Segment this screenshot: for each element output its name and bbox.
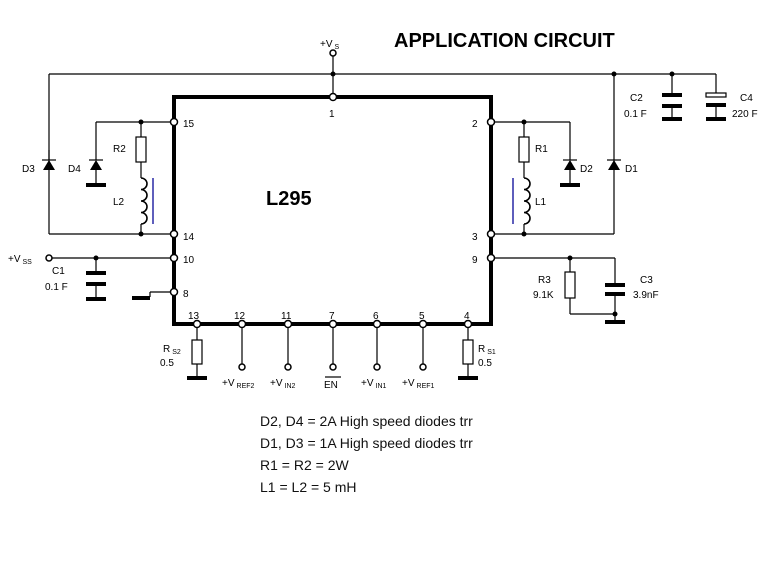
d1-label: D1 bbox=[625, 164, 638, 175]
pin-number-14: 14 bbox=[183, 232, 195, 243]
pin-number-12: 12 bbox=[234, 311, 246, 322]
pin-number-3: 3 bbox=[472, 232, 478, 243]
capacitor-c1 bbox=[86, 258, 106, 301]
pin-12 bbox=[237, 319, 247, 329]
pin-number-7: 7 bbox=[329, 311, 335, 322]
inductor-l1 bbox=[523, 177, 531, 225]
pin-14 bbox=[169, 229, 179, 239]
rs1-value: 0.5 bbox=[478, 358, 492, 369]
pin-13 bbox=[192, 319, 202, 329]
pin-1 bbox=[328, 92, 338, 102]
r3-value: 9.1K bbox=[533, 290, 554, 301]
diode-d4 bbox=[86, 159, 106, 187]
pin-15 bbox=[169, 117, 179, 127]
resistor-r1 bbox=[518, 136, 530, 163]
diode-d1 bbox=[607, 159, 621, 170]
note-line: L1 = L2 = 5 mH bbox=[260, 479, 357, 495]
oscillator-network bbox=[495, 255, 625, 324]
pin-number-9: 9 bbox=[472, 255, 478, 266]
c3-value: 3.9nF bbox=[633, 290, 659, 301]
component-notes: D2, D4 = 2A High speed diodes trr D1, D3… bbox=[260, 410, 473, 498]
pin-number-1: 1 bbox=[329, 109, 335, 120]
c2-label: C2 bbox=[630, 93, 643, 104]
pin-number-10: 10 bbox=[183, 255, 195, 266]
c4-label: C4 bbox=[740, 93, 753, 104]
pin-10 bbox=[169, 253, 179, 263]
diagram-title: APPLICATION CIRCUIT bbox=[394, 30, 615, 52]
sense-resistor-rs1 bbox=[458, 328, 478, 380]
pin-number-2: 2 bbox=[472, 119, 478, 130]
left-output-network bbox=[48, 74, 170, 237]
pin-6 bbox=[372, 319, 382, 329]
d3-label: D3 bbox=[22, 164, 35, 175]
l2-label: L2 bbox=[113, 197, 125, 208]
note-line: D2, D4 = 2A High speed diodes trr bbox=[260, 413, 473, 429]
c1-label: C1 bbox=[52, 266, 65, 277]
pin-3 bbox=[486, 229, 496, 239]
r1-label: R1 bbox=[535, 144, 548, 155]
resistor-r2 bbox=[135, 136, 147, 163]
capacitor-c4 bbox=[705, 74, 727, 121]
vref1-terminal bbox=[419, 328, 427, 371]
rs2-value: 0.5 bbox=[160, 358, 174, 369]
sense-resistor-rs2 bbox=[187, 328, 207, 380]
pin8-ground bbox=[132, 291, 170, 300]
pin-4 bbox=[463, 319, 473, 329]
pin-8 bbox=[169, 287, 179, 297]
right-output-network bbox=[495, 74, 615, 237]
d4-label: D4 bbox=[68, 164, 81, 175]
vin1-terminal bbox=[373, 328, 381, 371]
c2-value: 0.1 F bbox=[624, 109, 647, 120]
supply-rail bbox=[49, 71, 716, 77]
diode-d3 bbox=[42, 150, 56, 170]
pin-number-13: 13 bbox=[188, 311, 200, 322]
l295-chip: L295 bbox=[172, 95, 493, 326]
pin-number-4: 4 bbox=[464, 311, 470, 322]
chip-pins bbox=[169, 92, 496, 329]
inductor-l2 bbox=[140, 177, 148, 225]
pin-number-5: 5 bbox=[419, 311, 425, 322]
resistor-r3 bbox=[564, 271, 576, 299]
r3-label: R3 bbox=[538, 275, 551, 286]
pin-number-6: 6 bbox=[373, 311, 379, 322]
pin-number-11: 11 bbox=[281, 311, 292, 322]
en-label: EN bbox=[324, 380, 338, 391]
l1-label: L1 bbox=[535, 197, 547, 208]
pin-number-15: 15 bbox=[183, 119, 195, 130]
c1-value: 0.1 F bbox=[45, 282, 68, 293]
en-terminal bbox=[325, 328, 341, 378]
pin-9 bbox=[486, 253, 496, 263]
capacitor-c2 bbox=[662, 74, 682, 121]
capacitor-c3 bbox=[605, 283, 625, 296]
diode-d2 bbox=[560, 159, 580, 187]
pin-numbers: 1 15 14 10 8 2 3 9 13 12 11 7 6 5 4 bbox=[183, 109, 478, 322]
note-line: D1, D3 = 1A High speed diodes trr bbox=[260, 435, 473, 451]
vin2-terminal bbox=[284, 328, 292, 371]
pin-5 bbox=[418, 319, 428, 329]
vref2-terminal bbox=[238, 328, 246, 371]
vss-terminal bbox=[45, 254, 170, 262]
pin-11 bbox=[283, 319, 293, 329]
d2-label: D2 bbox=[580, 164, 593, 175]
note-line: R1 = R2 = 2W bbox=[260, 457, 349, 473]
c3-label: C3 bbox=[640, 275, 653, 286]
pin-2 bbox=[486, 117, 496, 127]
pin-number-8: 8 bbox=[183, 289, 189, 300]
pin-7 bbox=[328, 319, 338, 329]
c4-value: 220 F bbox=[732, 109, 758, 120]
chip-label: L295 bbox=[266, 188, 312, 210]
r2-label: R2 bbox=[113, 144, 126, 155]
